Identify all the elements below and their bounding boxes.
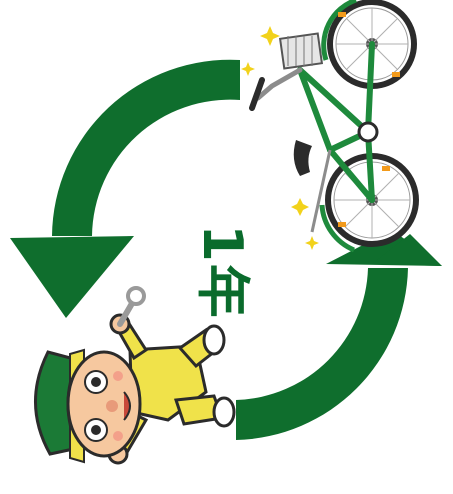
wrench-icon [120, 288, 144, 324]
bicycle-icon [252, 0, 416, 250]
center-label: 1年 [168, 232, 288, 312]
